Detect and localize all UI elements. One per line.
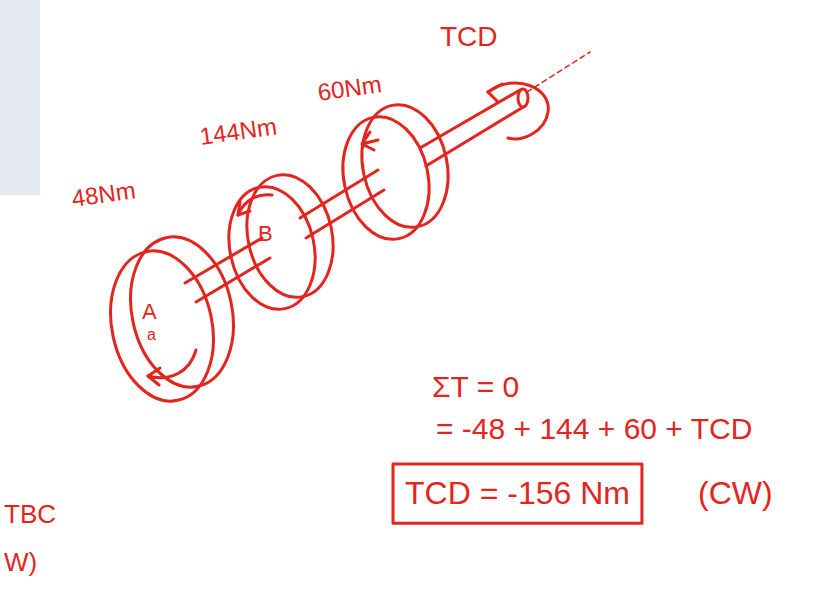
torque-value: 60Nm [316,71,383,106]
arrow-head [148,368,160,385]
slide-panel [0,0,40,195]
axis-line [527,52,590,92]
shaft-bc [300,170,384,238]
disc-b-front [218,179,326,318]
answer: TCD = -156 Nm [405,476,630,511]
torque-arrow-c [362,132,378,150]
direction-note: (CW) [698,476,773,511]
torque-value: 144Nm [198,113,278,150]
torque-value: 48Nm [70,177,137,212]
torque-label: TCD [440,22,498,53]
disc-letter: B [258,222,273,246]
arrow-head [238,202,250,215]
equation: ΣT = 0 [432,370,519,403]
disc-c-back [351,97,459,236]
cut-text: W) [4,548,37,577]
cut-text: TBC [4,500,56,529]
point-letter: a [147,326,156,344]
torque-arrow-a [148,350,196,378]
equation: = -48 + 144 + 60 + TCD [436,412,752,445]
disc-a-front [97,241,226,410]
disc-a-back [117,227,246,396]
disc-letter: A [142,300,157,324]
disc-c-front [332,109,440,248]
arrow-head [488,84,502,102]
answer-box [393,464,642,523]
disc-b-back [236,167,344,306]
torque-arrow-b [238,195,272,215]
torque-arrow-cd [488,83,548,139]
